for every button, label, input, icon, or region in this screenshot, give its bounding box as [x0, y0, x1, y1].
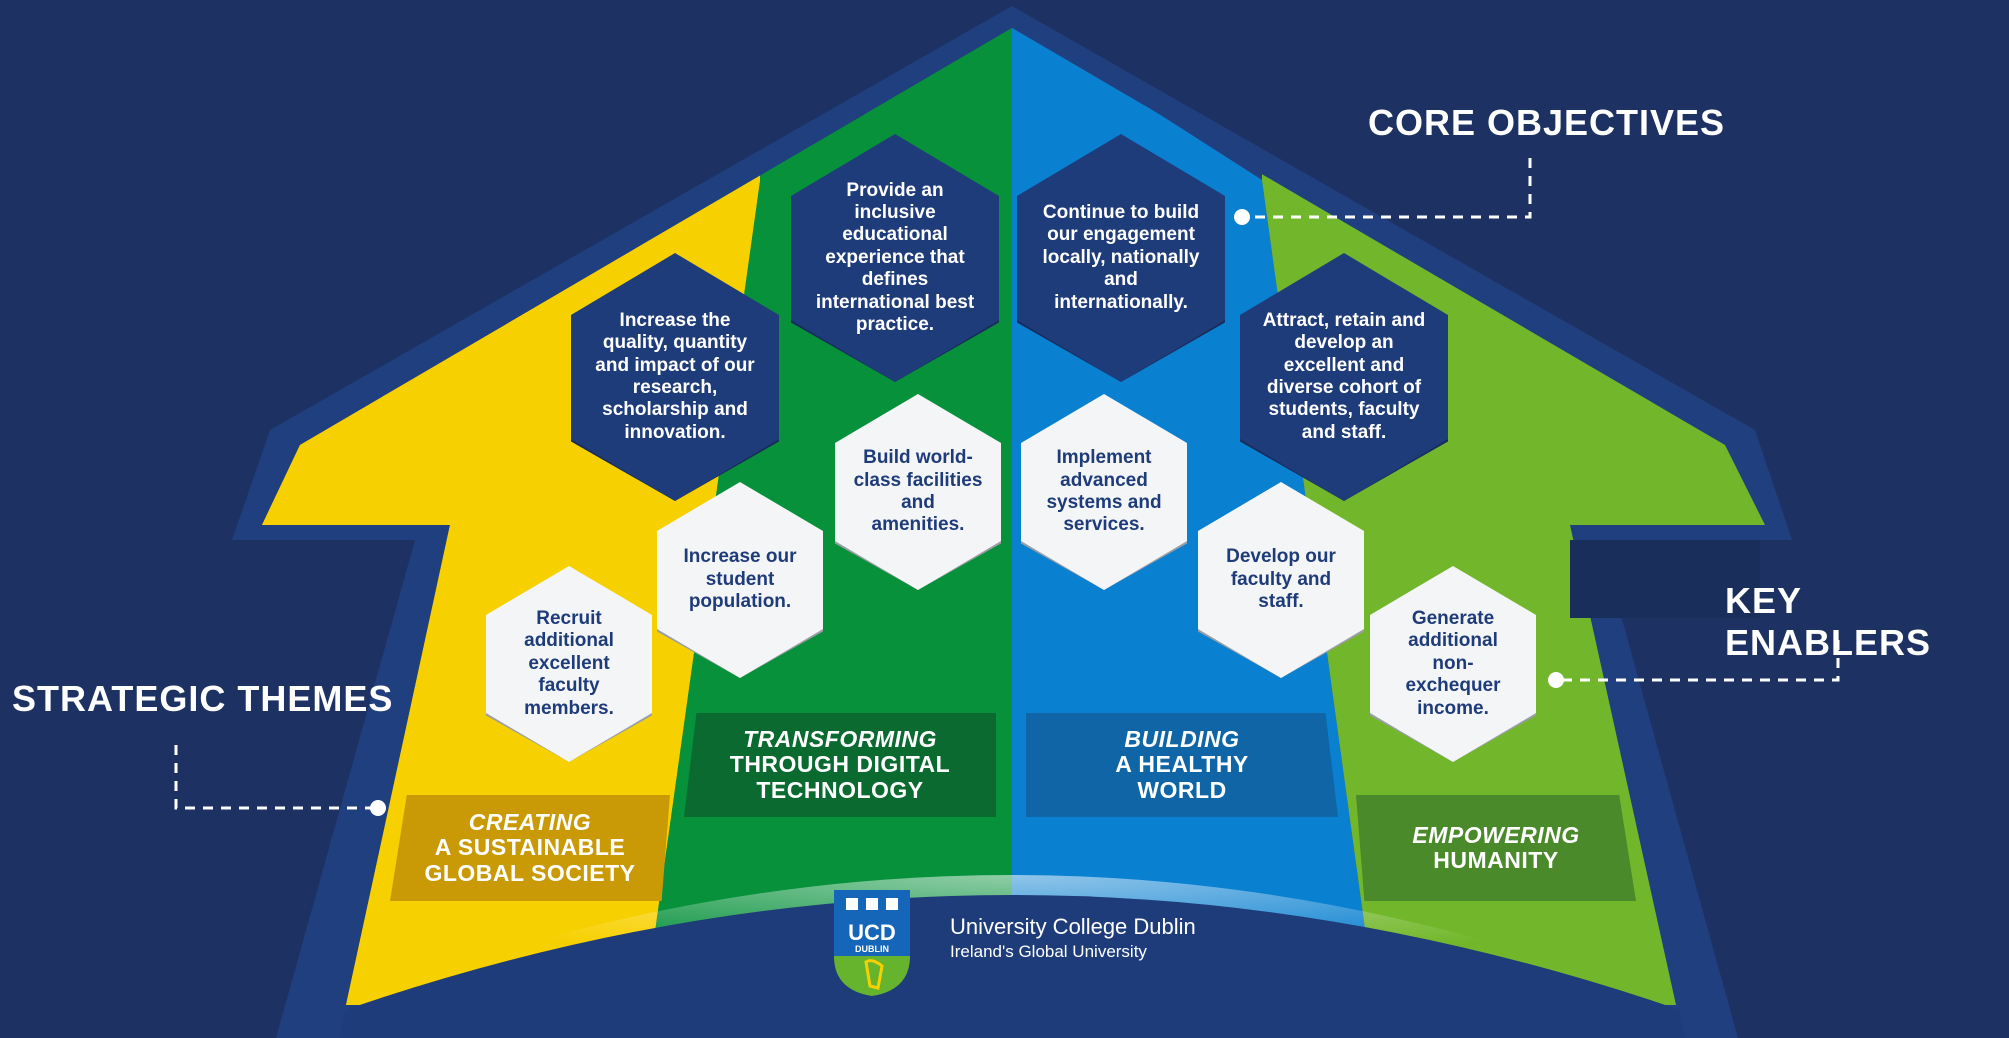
theme-transforming: TRANSFORMING THROUGH DIGITAL TECHNOLOGY	[684, 713, 996, 817]
core-objectives-leader	[1242, 158, 1532, 219]
theme-creating: CREATING A SUSTAINABLE GLOBAL SOCIETY	[390, 795, 670, 901]
objective-hex: Continue to build our engagement locally…	[1017, 134, 1225, 382]
objective-text: Provide an inclusive educational experie…	[815, 179, 975, 336]
crest-text: UCD	[848, 920, 896, 945]
core-objectives-label: CORE OBJECTIVES	[1368, 102, 1726, 143]
objective-hex: Provide an inclusive educational experie…	[791, 134, 999, 382]
theme-line: WORLD	[1137, 776, 1227, 803]
theme-building: BUILDING A HEALTHY WORLD	[1026, 713, 1338, 817]
strategic-themes-label: STRATEGIC THEMES	[12, 678, 394, 719]
objective-text: Increase the quality, quantity and impac…	[595, 309, 755, 443]
key-enablers-leader	[1556, 640, 1840, 682]
enabler-hex: Develop our faculty and staff.	[1198, 482, 1364, 678]
core-objectives-dot	[1234, 209, 1250, 225]
theme-line: THROUGH DIGITAL	[729, 751, 951, 778]
theme-lead: TRANSFORMING	[743, 726, 937, 753]
ucd-crest: UCD DUBLIN	[834, 890, 910, 996]
enabler-hex: Increase our student population.	[657, 482, 823, 678]
enabler-text: Generate additional non-exchequer income…	[1405, 607, 1501, 719]
enabler-hex: Build world-class facilities and ameniti…	[835, 394, 1001, 590]
enabler-hex: Generate additional non-exchequer income…	[1370, 566, 1536, 762]
enabler-text: Increase our student population.	[683, 546, 797, 613]
key-enablers-label: KEY ENABLERS	[1725, 580, 1932, 663]
strategic-themes-leader	[174, 745, 378, 810]
theme-lead: EMPOWERING	[1412, 821, 1580, 848]
logo-subtitle: Ireland's Global University	[950, 942, 1147, 961]
base-arc	[340, 895, 1685, 1038]
theme-empowering: EMPOWERING HUMANITY	[1356, 795, 1636, 901]
theme-line: TECHNOLOGY	[756, 776, 924, 803]
enabler-text: Develop our faculty and staff.	[1226, 546, 1336, 613]
enabler-text: Build world-class facilities and ameniti…	[853, 447, 983, 536]
theme-lead: BUILDING	[1124, 726, 1240, 753]
enabler-hex: Implement advanced systems and services.	[1021, 394, 1187, 590]
crest-sub: DUBLIN	[855, 944, 889, 954]
right-notch	[1570, 540, 1760, 618]
objective-text: Attract, retain and develop an excellent…	[1262, 309, 1426, 443]
theme-line: A HEALTHY	[1115, 751, 1249, 778]
key-enablers-dot	[1548, 672, 1564, 688]
enabler-hex: Recruit additional excellent faculty mem…	[486, 566, 652, 762]
objective-hex: Attract, retain and develop an excellent…	[1240, 253, 1448, 501]
column-lightgreen-top	[1262, 28, 1765, 180]
theme-line: A SUSTAINABLE	[434, 834, 626, 861]
objective-text: Continue to build our engagement locally…	[1042, 201, 1200, 313]
harp-icon	[864, 959, 884, 990]
theme-lead: CREATING	[468, 809, 592, 836]
enabler-text: Recruit additional excellent faculty mem…	[524, 607, 614, 719]
theme-line: GLOBAL SOCIETY	[424, 859, 636, 886]
objective-hex: Increase the quality, quantity and impac…	[571, 253, 779, 501]
enabler-text: Implement advanced systems and services.	[1046, 447, 1162, 536]
logo-title: University College Dublin	[950, 914, 1196, 939]
theme-line: HUMANITY	[1433, 847, 1559, 873]
strategic-themes-dot	[370, 800, 386, 816]
